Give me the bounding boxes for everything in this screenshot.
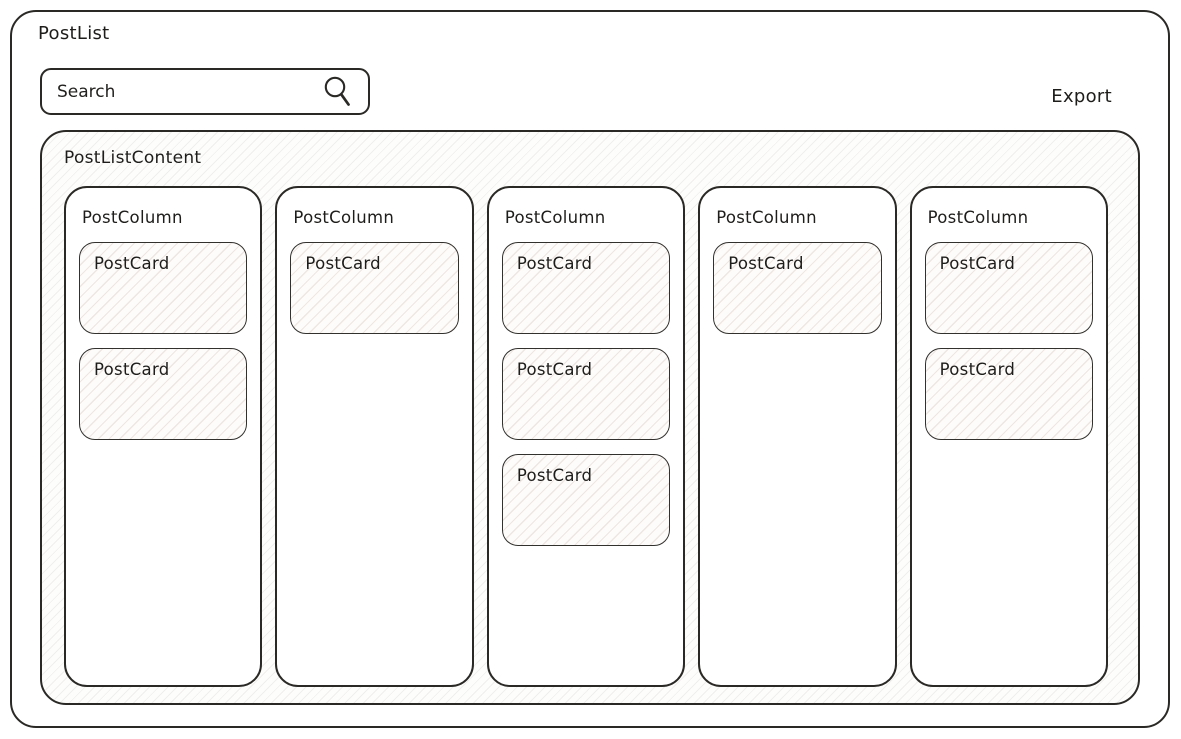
post-column-label: PostColumn xyxy=(82,208,183,227)
post-card[interactable]: PostCard xyxy=(290,242,459,334)
post-card[interactable]: PostCard xyxy=(501,242,671,334)
post-card-label: PostCard xyxy=(939,254,1016,273)
post-card-label: PostCard xyxy=(516,466,593,485)
post-card-label: PostCard xyxy=(939,360,1016,379)
search-placeholder: Search xyxy=(57,81,116,102)
post-card-label: PostCard xyxy=(728,254,804,273)
post-card[interactable]: PostCard xyxy=(924,242,1094,334)
post-column-label: PostColumn xyxy=(716,208,817,227)
postlist-panel: PostList Search Export PostListContent P… xyxy=(10,10,1170,728)
search-input[interactable]: Search xyxy=(40,68,370,115)
post-card[interactable]: PostCard xyxy=(713,242,882,334)
search-icon xyxy=(324,76,350,106)
post-card-label: PostCard xyxy=(516,360,593,379)
post-card[interactable]: PostCard xyxy=(79,242,248,334)
post-column-label: PostColumn xyxy=(927,208,1029,227)
post-card[interactable]: PostCard xyxy=(79,348,248,440)
post-card-label: PostCard xyxy=(94,360,170,379)
post-card[interactable]: PostCard xyxy=(501,454,671,546)
post-card-label: PostCard xyxy=(516,254,593,273)
export-button[interactable]: Export xyxy=(1051,86,1112,107)
post-card[interactable]: PostCard xyxy=(501,348,671,440)
content-label: PostListContent xyxy=(64,148,202,168)
post-column-label: PostColumn xyxy=(504,208,606,227)
post-column-label: PostColumn xyxy=(293,208,395,227)
post-card[interactable]: PostCard xyxy=(924,348,1094,440)
page-title: PostList xyxy=(38,23,110,44)
post-card-label: PostCard xyxy=(305,254,381,273)
post-card-label: PostCard xyxy=(94,254,170,273)
